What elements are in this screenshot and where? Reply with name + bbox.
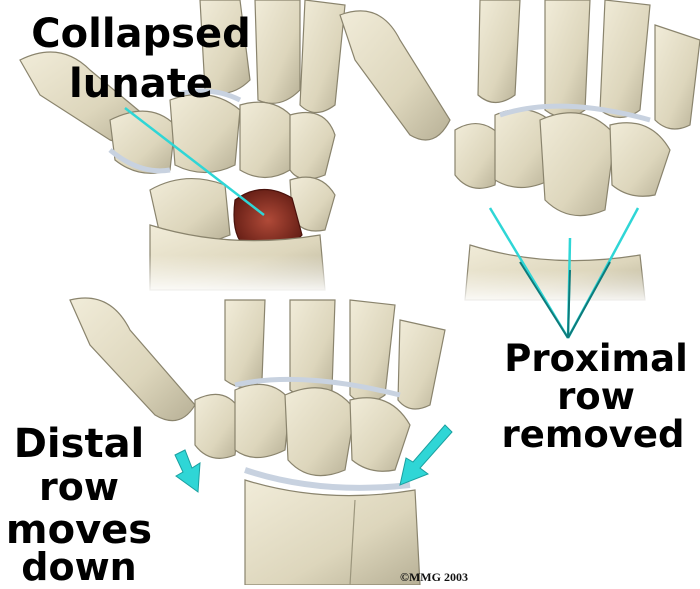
label-row-right: row <box>496 378 696 415</box>
label-moves: moves <box>2 510 156 550</box>
label-collapsed: Collapsed <box>26 14 256 54</box>
label-distal: Distal <box>4 424 154 464</box>
label-down: down <box>4 548 154 586</box>
copyright-notice: ©MMG 2003 <box>400 570 468 585</box>
label-removed: removed <box>486 416 700 453</box>
label-lunate: lunate <box>66 64 216 104</box>
label-row-left: row <box>4 468 154 506</box>
left-down-arrow <box>175 450 200 492</box>
right-down-arrow <box>400 425 452 485</box>
label-proximal: Proximal <box>496 340 696 377</box>
